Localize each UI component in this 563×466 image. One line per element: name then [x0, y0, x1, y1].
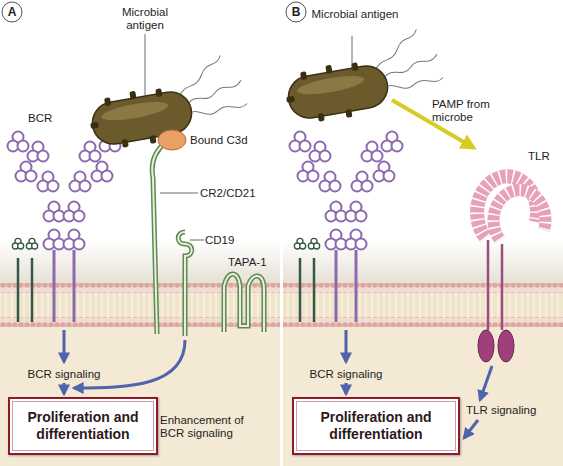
leader-line [160, 193, 198, 194]
panel-letter: A [2, 2, 22, 22]
molecule-label: TLR [528, 150, 562, 163]
result-box: Proliferation and differentiation [292, 397, 460, 455]
molecule-label: CR2/CD21 [200, 187, 280, 200]
enhancement-arrow [74, 340, 185, 388]
cr2-molecule [152, 142, 166, 334]
box-text: Proliferation and differentiation [10, 409, 156, 443]
cd19-molecule [178, 232, 192, 336]
leader-line [352, 36, 353, 70]
c3d-blob [158, 130, 186, 150]
microbe [278, 26, 447, 127]
signal-label: Enhancement of BCR signaling [160, 414, 260, 440]
bcr-symbol [8, 132, 121, 323]
signal-arrow [63, 330, 66, 362]
signal-arrow [345, 383, 348, 394]
molecule-label: CD19 [205, 234, 265, 247]
antigen-label: Microbial antigen [305, 8, 405, 21]
signal-arrow [480, 366, 492, 400]
signal-arrow [464, 420, 478, 438]
signal-label: BCR signaling [14, 368, 114, 381]
signal-arrow [345, 330, 348, 362]
molecule-label: Bound C3d [190, 134, 270, 147]
tlr-symbol [477, 176, 545, 362]
panel-gap [280, 0, 283, 466]
antigen-label: Microbial antigen [110, 6, 180, 32]
molecule-label: BCR [28, 112, 68, 125]
tapa1-molecule [224, 274, 264, 332]
panel-letter: B [286, 2, 306, 22]
signal-label: BCR signaling [296, 368, 396, 381]
bcr-symbol [290, 132, 403, 323]
panel-badge [2, 2, 22, 22]
pamp-label: PAMP from microbe [432, 98, 512, 124]
leader-line [190, 240, 204, 241]
signal-label: TLR signaling [466, 404, 556, 417]
signal-arrow [63, 383, 66, 394]
leader-line [145, 34, 146, 98]
panel-badge [286, 2, 306, 22]
result-box: Proliferation and differentiation [8, 397, 158, 455]
molecule-label: TAPA-1 [228, 256, 288, 269]
box-text: Proliferation and differentiation [294, 409, 458, 443]
